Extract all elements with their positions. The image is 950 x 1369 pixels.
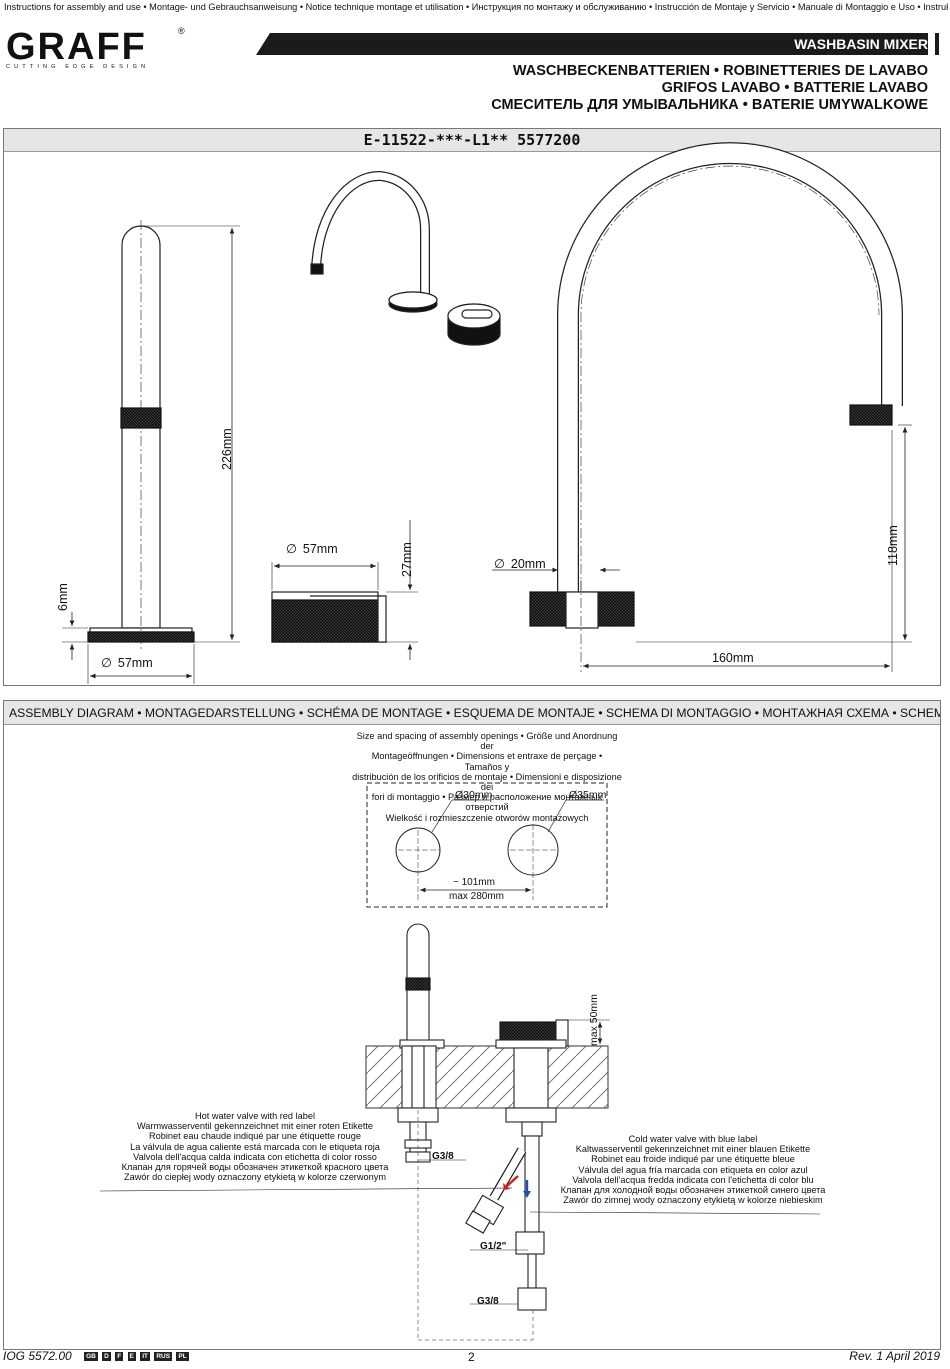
subtitle-line-2: GRIFOS LAVABO • BATTERIE LAVABO — [661, 80, 928, 96]
revision: Rev. 1 April 2019 — [849, 1349, 940, 1363]
cold-note-line: Kaltwasserventil gekennzeichnet mit eine… — [575, 1144, 811, 1155]
dim-handle-27: 27mm — [400, 542, 414, 577]
dim-base-57: 57mm — [117, 656, 153, 670]
thread-label-g12: G1/2" — [480, 1241, 507, 1252]
dim-height-226: 226mm — [220, 428, 234, 470]
spout-front-view — [492, 142, 912, 672]
diameter-symbol: ∅ — [101, 656, 112, 670]
lang-badge: E — [127, 1352, 136, 1362]
thread-label-g38-hot: G3/8 — [432, 1151, 454, 1162]
dim-handle-57: 57mm — [302, 542, 338, 556]
spout-side-view — [62, 220, 240, 684]
hot-note-line: Zawór do ciepłej wody oznaczony etykietą… — [124, 1172, 386, 1183]
dim-spout-dia-label: ∅ 20mm — [494, 556, 546, 571]
openings-note-line: fori di montaggio • Размер и расположени… — [371, 792, 603, 813]
spacing-label-1: ~ 101mm — [453, 877, 495, 888]
dim-base-dia-label: ∅ 57mm — [101, 655, 153, 670]
band-tick — [935, 33, 939, 55]
hot-note-line: Клапан для горячей воды обозначен этикет… — [121, 1162, 389, 1173]
product-type: WASHBASIN MIXER — [794, 36, 928, 52]
lang-badge: IT — [140, 1352, 150, 1362]
logo-word: GRAFF — [6, 26, 147, 68]
cold-note-line: Robinet eau froide indiqué par une étiqu… — [591, 1154, 795, 1165]
thread-label-g38-cold: G3/8 — [477, 1296, 499, 1307]
logo-tagline: CUTTING EDGE DESIGN — [6, 64, 150, 70]
dim-spout-118: 118mm — [886, 525, 900, 566]
assembly-panel — [3, 700, 941, 1350]
dim-handle-dia-label: ∅ 57mm — [286, 541, 338, 556]
cold-note-line: Клапан для холодной воды обозначен этике… — [560, 1185, 826, 1196]
dim-base-6: 6mm — [56, 583, 70, 611]
dim-spout-20: 20mm — [510, 557, 546, 571]
page-number: 2 — [468, 1350, 475, 1364]
hot-note-line: La válvula de agua caliente está marcada… — [130, 1141, 380, 1152]
max-50-label: max 50mm — [588, 994, 600, 1046]
cold-valve-note: Cold water valve with blue label Kaltwas… — [548, 1134, 838, 1205]
cold-note-line: Válvula del agua fría marcada con etique… — [578, 1164, 808, 1175]
subtitle-line-1: WASCHBECKENBATTERIEN • ROBINETTERIES DE … — [512, 63, 928, 79]
doc-code: IOG 5572.00 — [3, 1349, 72, 1363]
hot-valve-note: Hot water valve with red label Warmwasse… — [110, 1111, 400, 1182]
language-badges: GB D F E IT RUS PL — [83, 1349, 189, 1363]
cold-note-line: Cold water valve with blue label — [628, 1134, 758, 1144]
dimensions-panel — [3, 128, 941, 686]
languages-line: Instructions for assembly and use • Mont… — [4, 2, 948, 12]
product-type-band — [256, 33, 928, 55]
lang-badge: F — [115, 1352, 124, 1362]
spacing-label-2: max 280mm — [449, 891, 505, 902]
openings-note-line: Montageöffnungen • Dimensions et entraxe… — [371, 751, 603, 772]
hot-note-line: Robinet eau chaude indiqué par une étiqu… — [149, 1131, 361, 1142]
cold-note-line: Valvola dell'acqua fredda indicata con l… — [572, 1174, 814, 1185]
openings-note-line: Size and spacing of assembly openings • … — [356, 731, 618, 752]
hot-note-line: Warmwasserventil gekennzeichnet mit eine… — [136, 1121, 374, 1132]
dim-spout-160: 160mm — [712, 651, 754, 665]
lang-badge: PL — [176, 1352, 189, 1362]
cold-note-line: Zawór do zimnej wody oznaczony etykietą … — [563, 1195, 823, 1206]
openings-note-line: distribución de los orificios de montaje… — [352, 771, 622, 793]
registered-mark: ® — [178, 26, 185, 36]
lang-badge: D — [102, 1352, 111, 1362]
openings-layout — [366, 782, 608, 908]
hole-1-label: Ø30mm — [455, 789, 493, 801]
assembly-section — [99, 923, 821, 1341]
graff-logo: GRAFF ® CUTTING EDGE DESIGN — [6, 26, 185, 70]
diameter-symbol: ∅ — [494, 557, 505, 571]
openings-note: Size and spacing of assembly openings • … — [352, 731, 622, 823]
assembly-heading: ASSEMBLY DIAGRAM • MONTAGEDARSTELLUNG • … — [4, 701, 940, 725]
subtitle-line-3: СМЕСИТЕЛЬ ДЛЯ УМЫВАЛЬНИКА • BATERIE UMYW… — [491, 97, 928, 113]
isometric-view — [310, 170, 501, 346]
lang-badge: GB — [84, 1352, 98, 1362]
handle-side-view — [271, 520, 418, 660]
hot-note-line: Hot water valve with red label — [194, 1111, 315, 1121]
cold-water-arrow — [523, 1180, 531, 1198]
hole-2-label: Ø35mm — [569, 789, 607, 801]
lang-badge: RUS — [154, 1352, 173, 1362]
hot-note-line: Valvola dell'acqua calda indicata con et… — [133, 1151, 377, 1162]
diameter-symbol: ∅ — [286, 542, 297, 556]
hot-water-arrow — [503, 1175, 519, 1190]
footer-doc-code: IOG 5572.00 GB D F E IT RUS PL — [3, 1349, 189, 1363]
openings-note-line: Wielkość i rozmieszczenie otworów montaż… — [385, 812, 589, 823]
